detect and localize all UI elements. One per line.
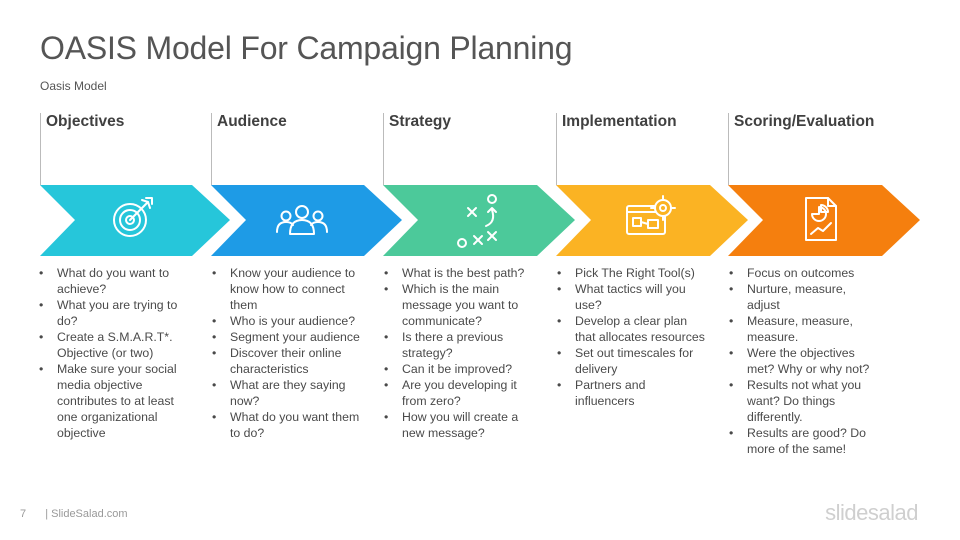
list-item: Is there a previous strategy?: [384, 329, 534, 361]
list-item: Nurture, measure, adjust: [729, 281, 879, 313]
stage-title: Strategy: [389, 113, 452, 130]
list-item: Make sure your social media objective co…: [39, 361, 189, 441]
list-item: Create a S.M.A.R.T*. Objective (or two): [39, 329, 189, 361]
stage-title: Objectives: [46, 113, 125, 130]
people-group-icon: [276, 205, 328, 235]
stage-header-strategy: Strategy: [383, 113, 543, 185]
list-item: Results not what you want? Do things dif…: [729, 377, 879, 425]
list-item: What are they saying now?: [212, 377, 362, 409]
stage-arrow-objectives: [40, 185, 230, 256]
list-item: Discover their online characteristics: [212, 345, 362, 377]
stage-bullets-objectives: What do you want to achieve? What you ar…: [39, 265, 189, 441]
list-item: Can it be improved?: [384, 361, 534, 377]
list-item: Were the objectives met? Why or why not?: [729, 345, 879, 377]
list-item: Know your audience to know how to connec…: [212, 265, 362, 313]
stage-title: Scoring/Evaluation: [734, 113, 875, 130]
list-item: What tactics will you use?: [557, 281, 707, 313]
stage-title: Implementation: [562, 113, 677, 130]
stage-bullets-implementation: Pick The Right Tool(s) What tactics will…: [557, 265, 707, 409]
list-item: Develop a clear plan that allocates reso…: [557, 313, 707, 345]
page-number: 7: [20, 508, 27, 520]
stage-bullets-audience: Know your audience to know how to connec…: [212, 265, 362, 441]
footer-site: | SlideSalad.com: [45, 508, 128, 520]
strategy-play-icon: [457, 194, 497, 248]
list-item: Who is your audience?: [212, 313, 362, 329]
list-item: Results are good? Do more of the same!: [729, 425, 879, 457]
list-item: Focus on outcomes: [729, 265, 879, 281]
stage-bullets-scoring-evaluation: Focus on outcomes Nurture, measure, adju…: [729, 265, 879, 457]
stage-arrow-scoring-evaluation: [728, 185, 920, 256]
list-item: How you will create a new message?: [384, 409, 534, 441]
list-item: What you are trying to do?: [39, 297, 189, 329]
list-item: What do you want them to do?: [212, 409, 362, 441]
page-title: OASIS Model For Campaign Planning: [40, 30, 573, 66]
list-item: Partners and influencers: [557, 377, 707, 409]
brand-logo: slidesalad: [825, 500, 918, 525]
stage-header-implementation: Implementation: [556, 113, 716, 185]
list-item: Which is the main message you want to co…: [384, 281, 534, 329]
stage-arrow-strategy: [383, 185, 575, 256]
stage-header-audience: Audience: [211, 113, 371, 185]
list-item: Segment your audience: [212, 329, 362, 345]
list-item: What do you want to achieve?: [39, 265, 189, 297]
list-item: Measure, measure, measure.: [729, 313, 879, 345]
stage-header-objectives: Objectives: [40, 113, 200, 185]
list-item: What is the best path?: [384, 265, 534, 281]
page-subtitle: Oasis Model: [40, 79, 107, 93]
list-item: Set out timescales for delivery: [557, 345, 707, 377]
blueprint-gear-icon: [626, 195, 676, 235]
target-icon: [113, 197, 153, 237]
list-item: Are you developing it from zero?: [384, 377, 534, 409]
list-item: Pick The Right Tool(s): [557, 265, 707, 281]
stage-title: Audience: [217, 113, 287, 130]
report-chart-icon: [805, 197, 837, 241]
stage-header-scoring-evaluation: Scoring/Evaluation: [728, 113, 888, 185]
stage-bullets-strategy: What is the best path? Which is the main…: [384, 265, 534, 441]
footer: 7 | SlideSalad.com: [20, 508, 128, 520]
